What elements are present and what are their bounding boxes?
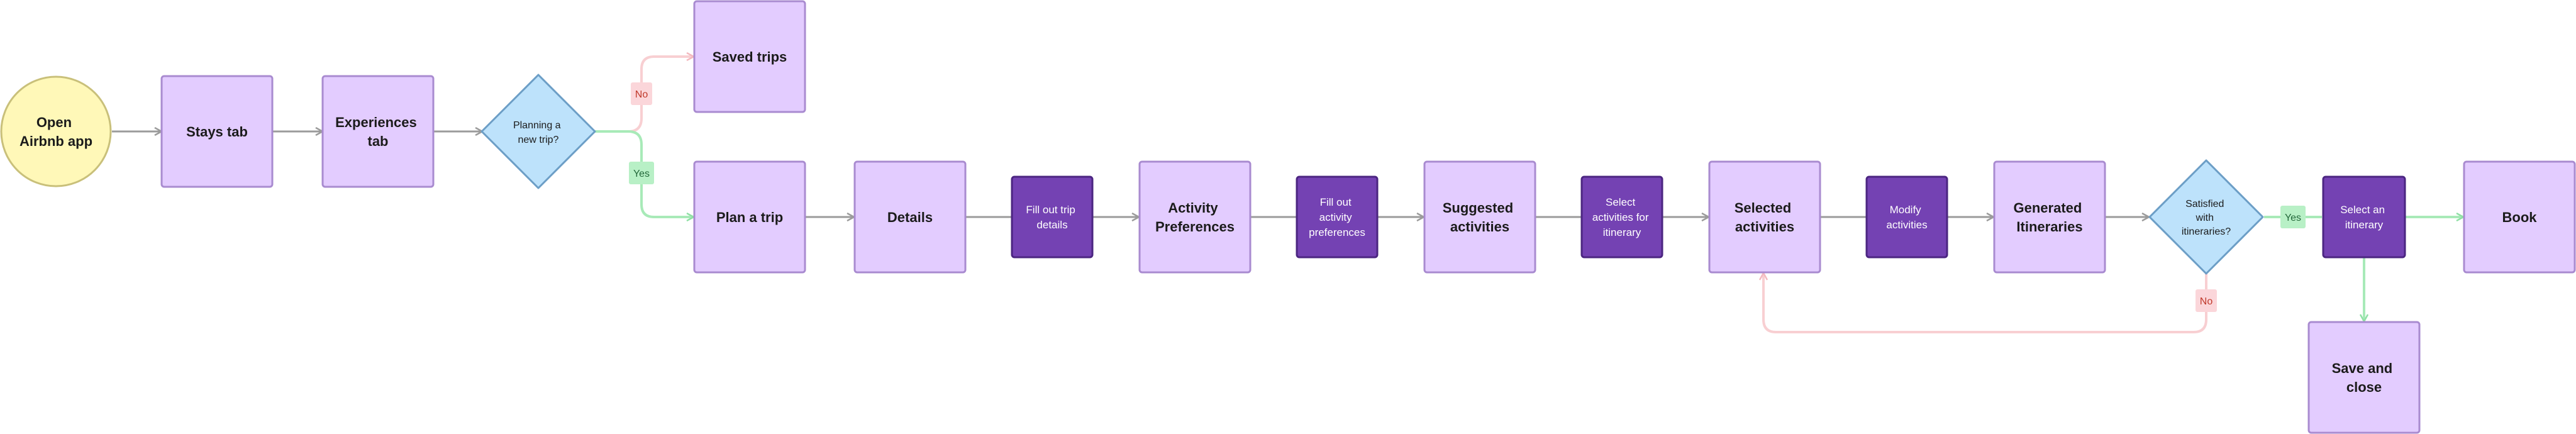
node-save-and-close[interactable]: Save and close (2307, 321, 2421, 434)
action-fill-out-trip-details[interactable]: Fill out trip details (1011, 175, 1094, 259)
node-label: Select activities for itinerary (1592, 196, 1652, 238)
node-label: Details (887, 209, 933, 225)
edge-label-satisfied-yes: Yes (2280, 206, 2306, 228)
node-label: Satisfied with itineraries? (2182, 199, 2231, 237)
action-modify-activities[interactable]: Modify activities (1865, 175, 1948, 259)
action-select-activities-for-itinerary[interactable]: Select activities for itinerary (1580, 175, 1663, 259)
action-fill-out-activity-preferences[interactable]: Fill out activity preferences (1296, 175, 1379, 259)
node-label: Open Airbnb app (19, 114, 92, 149)
node-plan-a-trip[interactable]: Plan a trip (693, 160, 806, 274)
node-label: Book (2502, 209, 2538, 225)
node-label: Planning a new trip? (513, 120, 564, 145)
node-label: Stays tab (186, 124, 248, 140)
decision-planning-new-trip[interactable]: Planning a new trip? (480, 74, 596, 189)
svg-text:Yes: Yes (633, 169, 650, 179)
edge-satisfied-no-to-selected (1763, 274, 2207, 333)
svg-text:No: No (2200, 296, 2213, 307)
node-label: Fill out trip details (1026, 204, 1078, 231)
node-label: Saved trips (713, 49, 787, 65)
node-label: Suggested activities (1443, 200, 1518, 235)
node-label: Generated Itineraries (2014, 200, 2086, 235)
node-selected-activities[interactable]: Selected activities (1708, 160, 1821, 274)
node-label: Experiences tab (335, 114, 421, 149)
node-activity-preferences[interactable]: Activity Preferences (1138, 160, 1252, 274)
node-saved-trips[interactable]: Saved trips (693, 0, 806, 113)
start-node-open-app[interactable]: Open Airbnb app (0, 75, 112, 187)
node-label: Plan a trip (716, 209, 783, 225)
node-label: Fill out activity preferences (1309, 196, 1365, 238)
node-suggested-activities[interactable]: Suggested activities (1423, 160, 1536, 274)
node-details[interactable]: Details (853, 160, 967, 274)
node-book[interactable]: Book (2463, 160, 2576, 274)
decision-satisfied-with-itineraries[interactable]: Satisfied with itineraries? (2148, 159, 2264, 275)
node-label: Selected activities (1735, 200, 1796, 235)
edge-label-planning-yes: Yes (629, 162, 654, 184)
node-label: Save and close (2332, 360, 2397, 395)
svg-text:No: No (635, 89, 648, 100)
node-stays-tab[interactable]: Stays tab (160, 75, 274, 188)
svg-text:Yes: Yes (2285, 213, 2301, 223)
edges (112, 57, 2463, 333)
node-label: Select an itinerary (2340, 204, 2388, 231)
action-select-an-itinerary[interactable]: Select an itinerary (2322, 175, 2406, 259)
edge-label-planning-no: No (631, 82, 652, 105)
node-label: Modify activities (1886, 204, 1927, 231)
node-label: Activity Preferences (1155, 200, 1235, 235)
node-experiences-tab[interactable]: Experiences tab (321, 75, 435, 188)
node-generated-itineraries[interactable]: Generated Itineraries (1993, 160, 2106, 274)
edge-label-satisfied-no: No (2196, 289, 2217, 312)
